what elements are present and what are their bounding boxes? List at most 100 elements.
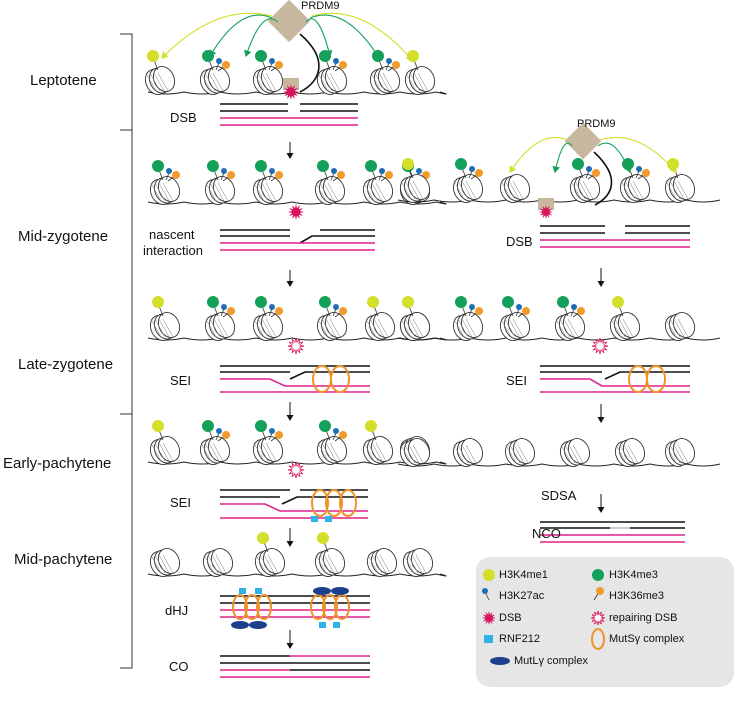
h3k36me3-mark (222, 61, 230, 69)
h3k4me3-mark (207, 296, 219, 308)
h3k36me3-mark (642, 169, 650, 177)
legend-h3k4me1-swatch (483, 569, 495, 581)
mutsg-ring (325, 489, 343, 517)
h3k4me1-mark (152, 420, 164, 432)
h3k27ac-mark (379, 168, 385, 174)
h3k27ac-mark (469, 166, 475, 172)
mark-stem (220, 308, 225, 317)
mark-stem (378, 172, 383, 181)
h3k4me3-mark (365, 160, 377, 172)
h3k4me3-mark (319, 420, 331, 432)
h3k36me3-mark (275, 171, 283, 179)
step-dhj: dHJ (165, 603, 189, 618)
h3k36me3-mark (475, 307, 483, 315)
chromatin-fiber (397, 463, 721, 467)
prdm9-methylation-arrow (597, 142, 632, 174)
mark-stem (385, 62, 390, 71)
chromatin-fiber (397, 199, 721, 203)
prdm9-methylation-arrow (305, 18, 333, 58)
h3k27ac-mark (571, 304, 577, 310)
mark-stem (585, 170, 590, 179)
nucleosome (664, 312, 696, 341)
nucleosome (369, 66, 401, 95)
h3k4me3-mark (255, 50, 267, 62)
nucleosome (499, 312, 531, 341)
nucleosome (316, 436, 348, 465)
h3k36me3-mark (275, 61, 283, 69)
nucleosome (554, 312, 586, 341)
step-nascent-line2: interaction (143, 243, 203, 258)
prdm9-znf-domain (538, 198, 554, 210)
h3k36me3-mark (172, 171, 180, 179)
h3k27ac-mark (333, 58, 339, 64)
h3k36me3-mark (577, 307, 585, 315)
mark-stem (165, 172, 170, 181)
nucleosome (664, 438, 696, 467)
nucleosome (204, 312, 236, 341)
homolog-strand (540, 378, 690, 387)
h3k4me1-mark (152, 296, 164, 308)
mark-stem (468, 170, 473, 179)
h3k4me1-mark (317, 532, 329, 544)
mutsg-ring (334, 594, 350, 620)
h3k27ac-mark (636, 166, 642, 172)
prdm9-methylation-arrow (552, 142, 573, 174)
prdm9-label-right: PRDM9 (577, 118, 616, 130)
homolog-strand (220, 378, 370, 387)
stage-leptotene: Leptotene (30, 72, 97, 89)
mark-stem (332, 308, 337, 317)
h3k27ac-mark (333, 304, 339, 310)
mutlg-complex (331, 587, 349, 595)
nucleosome (144, 66, 176, 95)
rnf212-marker (311, 516, 318, 522)
nucleosome (399, 174, 431, 203)
h3k4me1-mark (147, 50, 159, 62)
h3k4me3-mark (317, 160, 329, 172)
h3k4me1-mark (402, 158, 414, 170)
nucleosome (452, 438, 484, 467)
h3k36me3-mark (275, 431, 283, 439)
chromatin-fiber (147, 461, 447, 465)
step-nascent-line1: nascent (149, 227, 195, 242)
legend-h3k4me3-label: H3K4me3 (609, 569, 658, 581)
nucleosome (316, 66, 348, 95)
mutsg-ring (256, 594, 272, 620)
dsb-starburst (288, 204, 304, 220)
mutsg-ring (330, 365, 350, 393)
prdm9-protein (267, 0, 311, 43)
legend-box (476, 557, 734, 687)
repairing-dsb-starburst (287, 337, 305, 355)
h3k4me3-mark (319, 296, 331, 308)
nucleosome (199, 66, 231, 95)
prdm9-methylation-arrow (161, 12, 273, 59)
legend-mutsg-swatch (591, 628, 605, 650)
mark-stem (215, 62, 220, 71)
mark-stem (268, 308, 273, 317)
legend-repairing-dsb-swatch (590, 610, 606, 626)
h3k36me3-mark (385, 171, 393, 179)
mutlg-complex (231, 621, 249, 629)
legend-h3k36me3-swatch (596, 587, 604, 595)
h3k4me3-mark (255, 420, 267, 432)
nucleosome (569, 174, 601, 203)
step-sdsa: SDSA (541, 488, 577, 503)
nucleosome (559, 438, 591, 467)
nucleosome (366, 548, 398, 577)
nucleosome (402, 548, 434, 577)
step-sei-left-2: SEI (170, 495, 191, 510)
prdm9-methylation-arrow (311, 12, 413, 61)
nucleosome (254, 548, 286, 577)
legend-repairing-dsb-label: repairing DSB (609, 612, 678, 624)
legend-h3k4me3-swatch (592, 569, 604, 581)
nucleosome (452, 174, 484, 203)
invading-strand (299, 235, 375, 244)
h3k27ac-mark (221, 304, 227, 310)
invading-strand (281, 496, 368, 505)
legend-mutlg-swatch (490, 657, 510, 665)
h3k4me3-mark (455, 158, 467, 170)
prdm9-methylation-arrow (209, 14, 273, 57)
rnf212-marker (319, 622, 326, 628)
mutsg-ring (628, 365, 648, 393)
h3k27ac-mark (586, 166, 592, 172)
dsb-starburst (283, 84, 299, 100)
